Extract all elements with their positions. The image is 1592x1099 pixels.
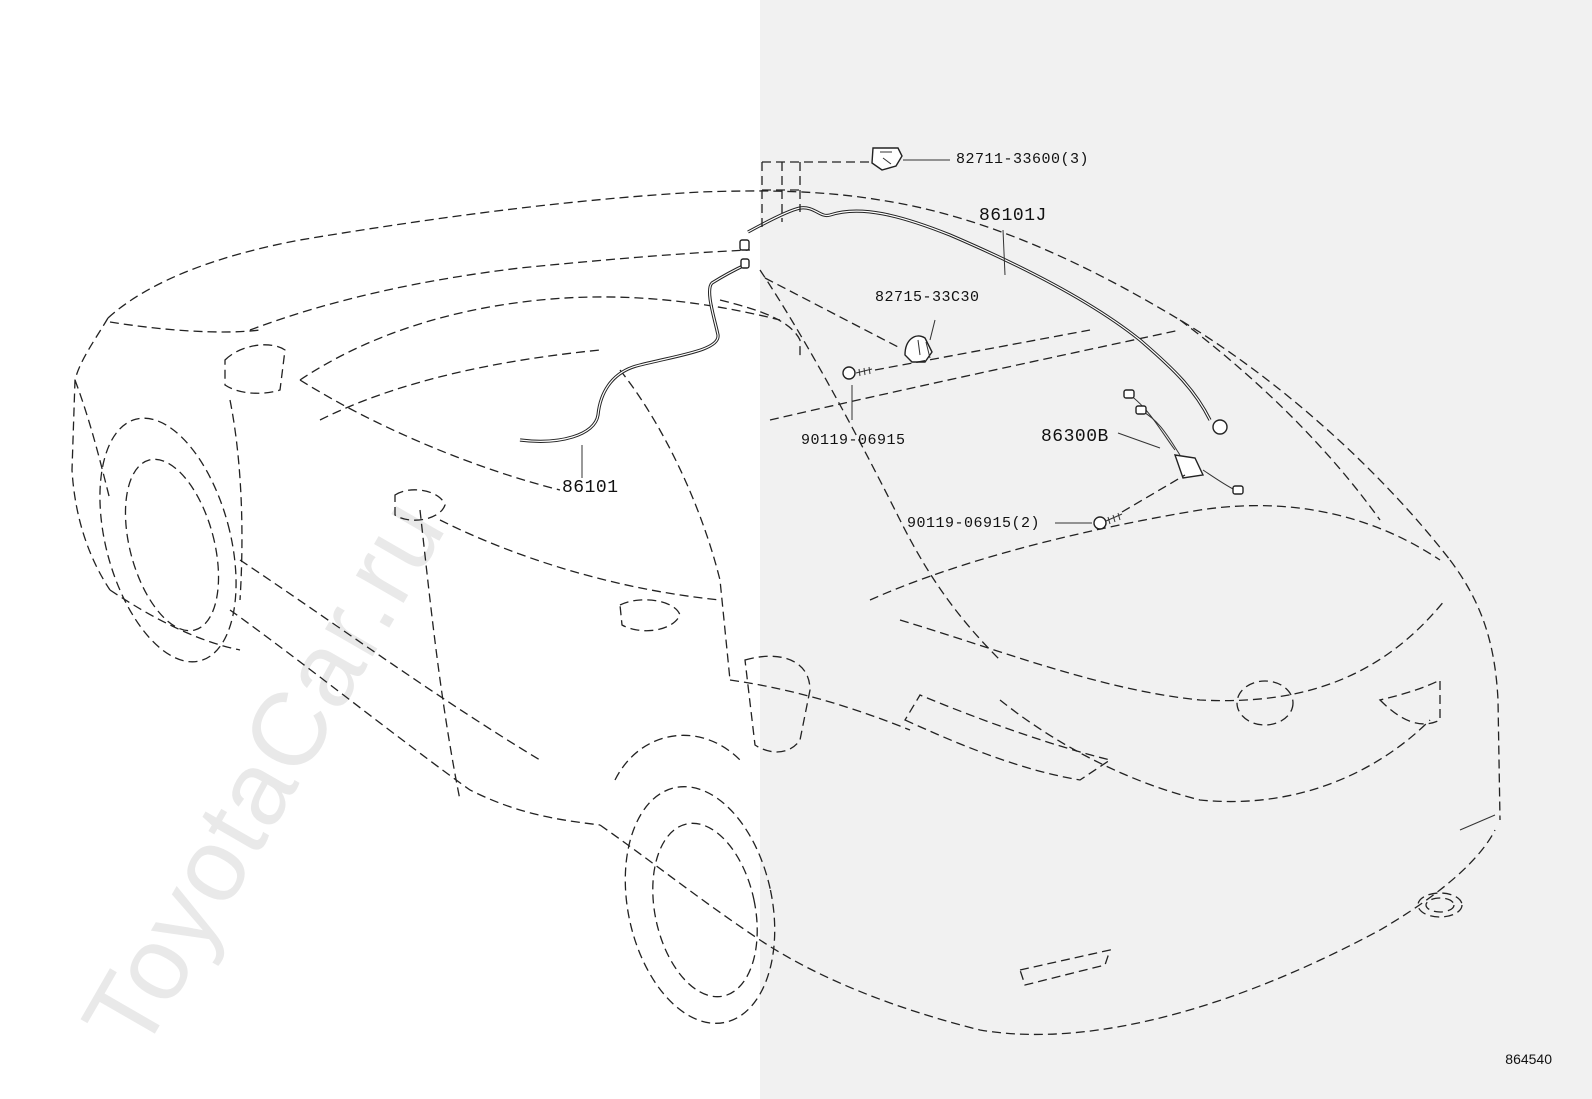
left-background-panel xyxy=(0,0,760,1099)
diagram-id: 864540 xyxy=(1505,1051,1552,1067)
callout-90119-b: 90119-06915(2) xyxy=(907,515,1041,532)
clamp-82715-part xyxy=(764,277,936,363)
right-background-panel xyxy=(760,0,1592,1099)
callout-82715: 82715-33C30 xyxy=(875,289,980,306)
exhaust xyxy=(1417,892,1463,918)
rear-reflector xyxy=(1019,949,1111,986)
bolt-90119-b-part xyxy=(1055,474,1186,530)
rear-wheel xyxy=(614,734,776,1024)
callout-86101: 86101 xyxy=(562,478,619,498)
callout-90119-a: 90119-06915 xyxy=(801,432,906,449)
clip-82711-part xyxy=(761,147,950,228)
roof-antenna-cable xyxy=(739,206,1228,435)
amplifier-86300B-part xyxy=(1117,389,1244,495)
interior-antenna-cord xyxy=(519,258,750,443)
car-body-outline xyxy=(71,190,1501,1036)
callout-86300B: 86300B xyxy=(1041,427,1109,447)
bolt-90119-a-part xyxy=(842,329,1091,420)
callout-86101J: 86101J xyxy=(979,206,1047,226)
leader-86101J xyxy=(1002,229,1006,276)
callout-82711: 82711-33600(3) xyxy=(956,151,1090,168)
front-wheel xyxy=(99,417,237,663)
rear-emblem xyxy=(1236,680,1294,726)
